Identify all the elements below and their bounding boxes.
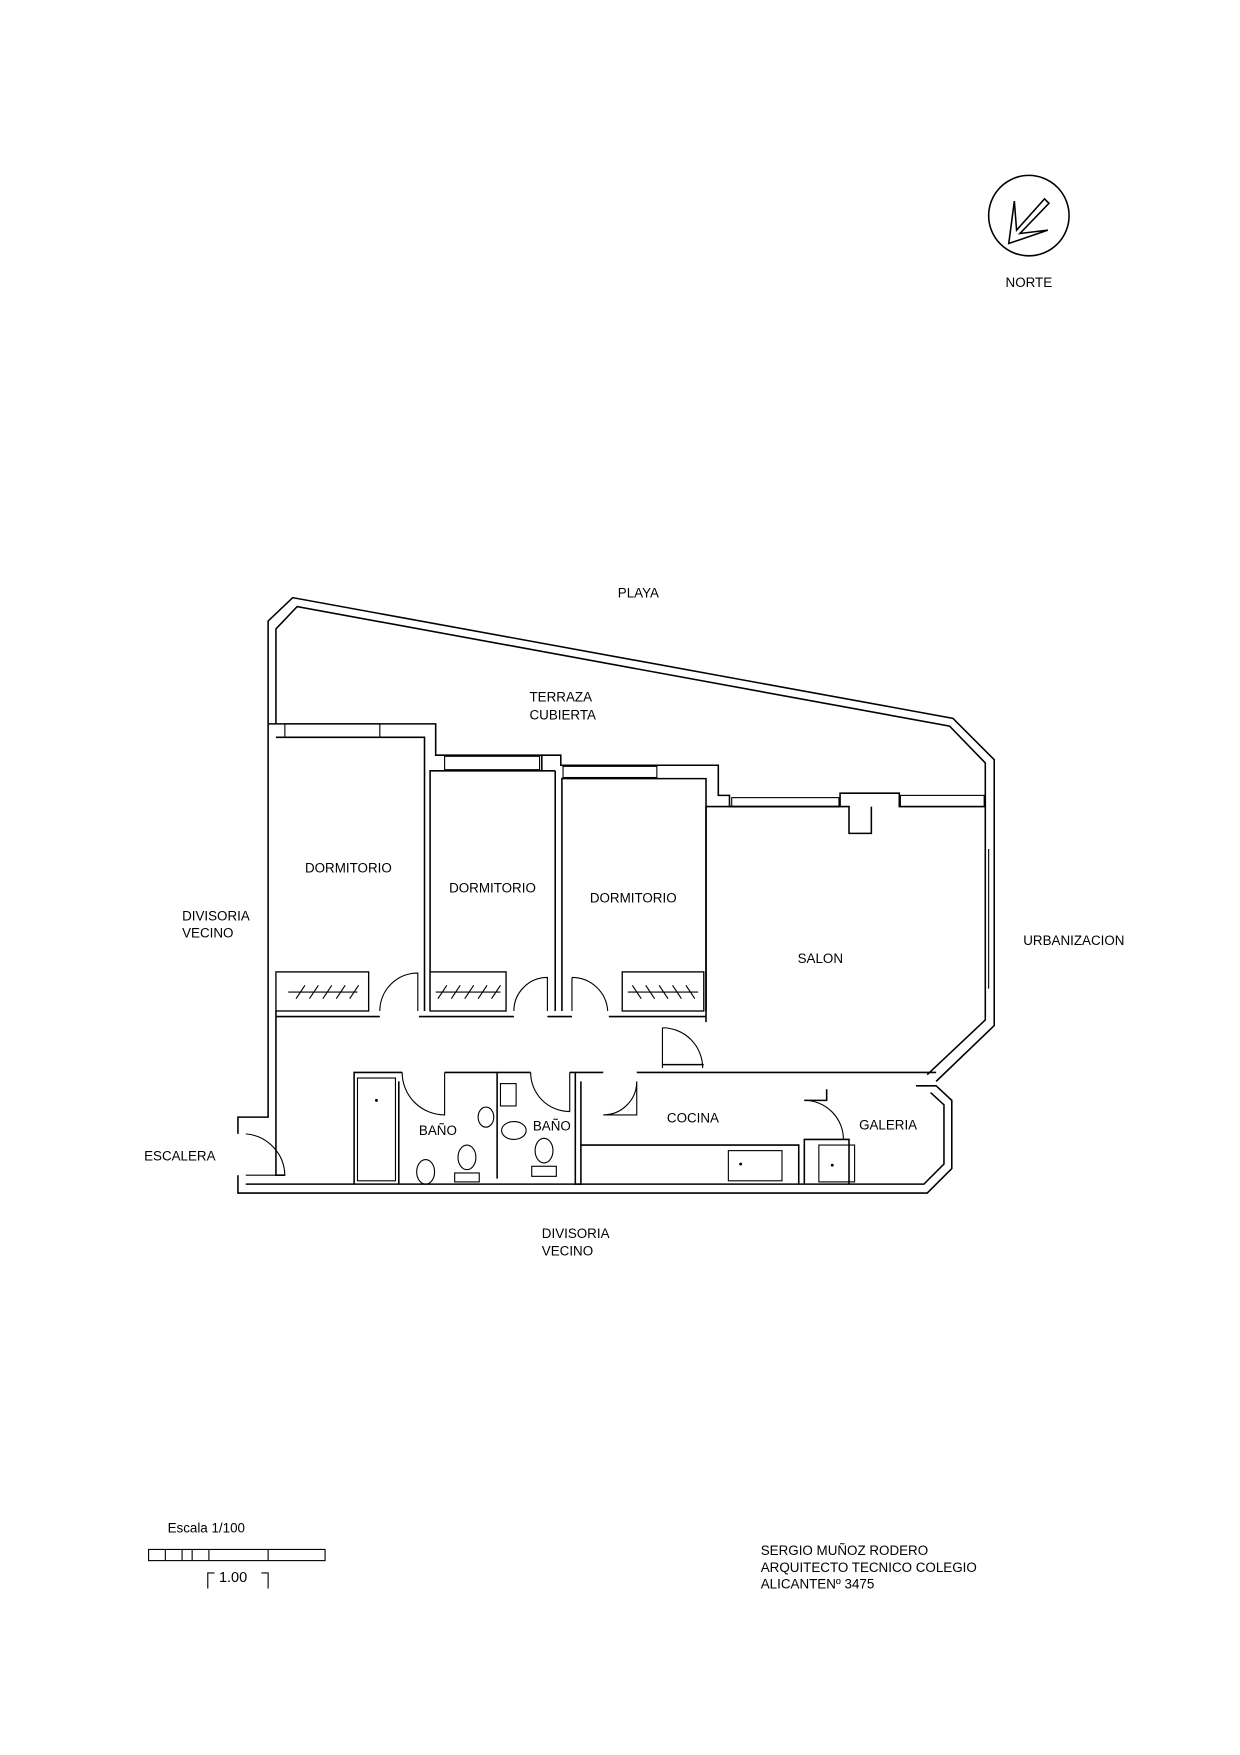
- label-vecino-bottom: VECINO: [542, 1244, 593, 1259]
- wardrobes: [275, 971, 705, 1012]
- north-label: NORTE: [1006, 275, 1053, 290]
- label-terraza: TERRAZA: [530, 690, 593, 705]
- label-vecino-left: VECINO: [182, 925, 233, 940]
- signature-title: ARQUITECTO TECNICO COLEGIO: [761, 1560, 977, 1575]
- label-playa: PLAYA: [618, 586, 659, 601]
- label-cubierta: CUBIERTA: [530, 707, 597, 722]
- scale-bar: [148, 1548, 326, 1589]
- label-dormitorio-3: DORMITORIO: [590, 891, 677, 906]
- label-urbanizacion: URBANIZACION: [1023, 933, 1124, 948]
- label-galeria: GALERIA: [859, 1117, 917, 1132]
- label-dormitorio-1: DORMITORIO: [305, 860, 392, 875]
- label-dormitorio-2: DORMITORIO: [449, 881, 536, 896]
- signature-name: SERGIO MUÑOZ RODERO: [761, 1543, 928, 1558]
- label-bano-2: BAÑO: [533, 1119, 571, 1134]
- label-cocina: COCINA: [667, 1111, 719, 1126]
- label-escalera: ESCALERA: [144, 1149, 216, 1164]
- doors: [245, 972, 844, 1176]
- label-salon: SALON: [798, 951, 843, 966]
- label-bano-1: BAÑO: [419, 1123, 457, 1138]
- scale-length-label: 1.00: [219, 1570, 247, 1586]
- signature-license: ALICANTENº 3475: [761, 1577, 875, 1592]
- label-divisoria-left: DIVISORIA: [182, 909, 250, 924]
- label-divisoria-bottom: DIVISORIA: [542, 1226, 610, 1241]
- scale-title: Escala 1/100: [168, 1521, 245, 1536]
- north-arrow-icon: [987, 174, 1070, 257]
- sanitary-fixtures: [356, 1077, 856, 1185]
